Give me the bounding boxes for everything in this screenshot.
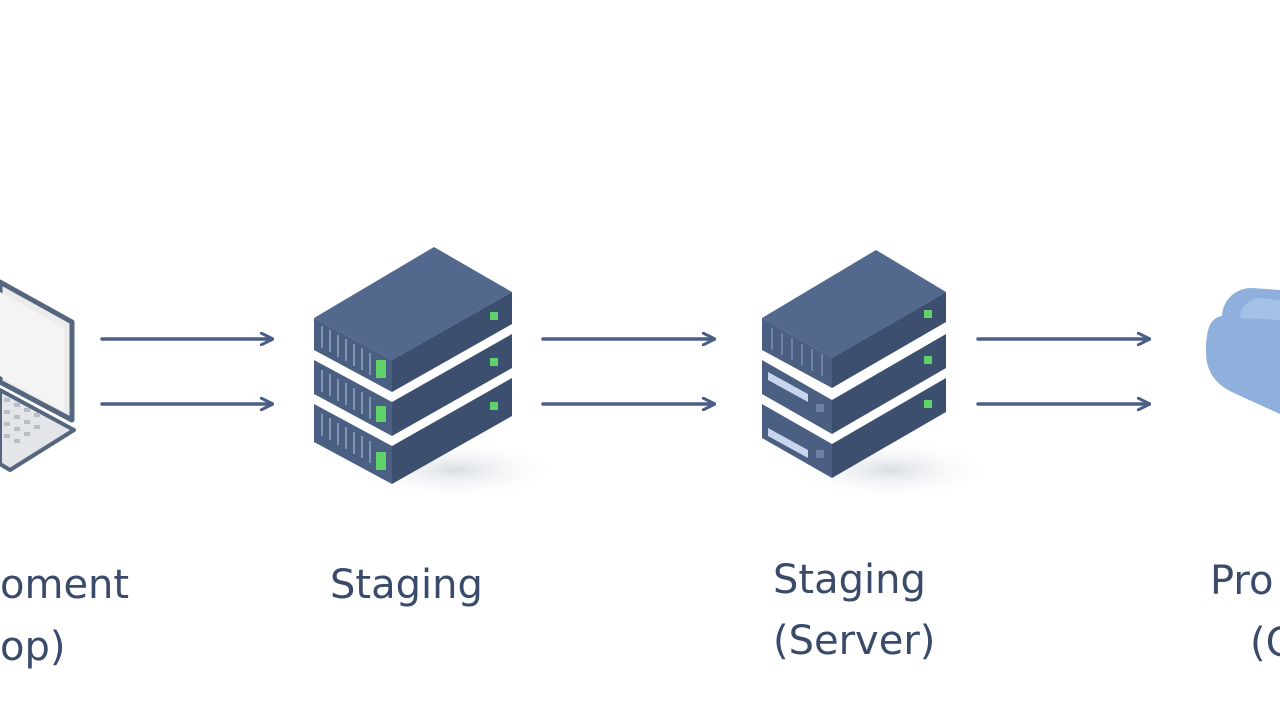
node-label-staging-server-line1: Staging [773, 557, 926, 603]
arrows-group [100, 339, 1149, 404]
server-unit-top [762, 250, 946, 388]
node-label-development-line1: oment [0, 562, 130, 608]
node-label-staging: Staging [330, 562, 483, 608]
node-label-production-line1: Pro [1210, 558, 1274, 604]
server-unit-bottom [314, 378, 512, 484]
server-unit-top [314, 247, 512, 392]
server-stack-icon-staging [314, 247, 560, 500]
node-label-development-line2: op) [0, 624, 66, 670]
node-label-staging-server-line2: (Server) [773, 618, 936, 664]
node-label-production-line2: (C [1250, 620, 1280, 666]
server-unit-middle [762, 334, 946, 434]
laptop-icon [0, 279, 76, 472]
server-unit-middle [314, 334, 512, 436]
server-unit-bottom [762, 378, 946, 478]
server-stack-icon-staging-server [762, 250, 995, 500]
cloud-icon [1206, 288, 1280, 414]
